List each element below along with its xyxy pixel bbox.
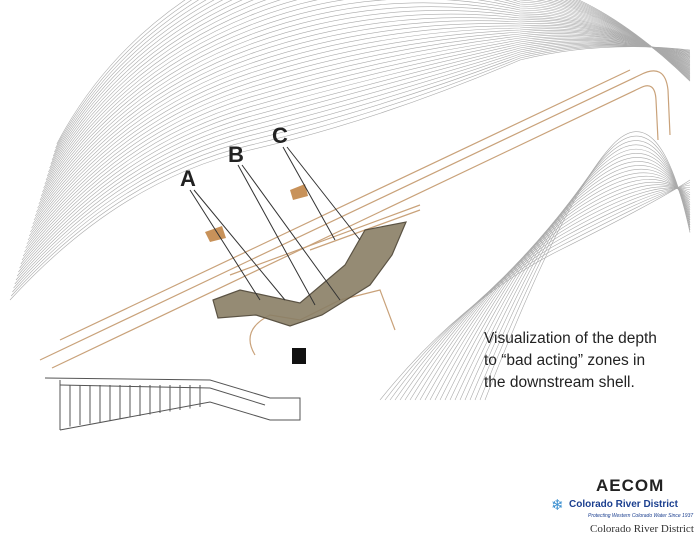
contour-line [379,179,691,401]
contour-line [39,0,691,201]
crd-tagline: Protecting Western Colorado Water Since … [588,513,694,519]
contour-lines [9,0,691,401]
contour-line [389,184,691,401]
aecom-logo: AECOM [596,476,665,495]
contour-line [44,0,691,185]
contour-line [474,140,691,401]
contour-line [9,46,691,301]
contour-line [22,34,691,257]
callout-lines [189,146,361,306]
contour-line [394,187,691,401]
contour-line [30,24,691,233]
contour-line [384,182,691,401]
contour-line [21,36,691,261]
caption: Visualization of the depth to “bad actin… [484,328,694,394]
contour-line [10,45,691,297]
contour-line [19,39,691,269]
contour-line [469,144,691,401]
contour-line [56,0,691,145]
contour-line [399,188,691,401]
outlet-structure [292,348,306,364]
caption-line: to “bad acting” zones in [484,352,646,369]
caption-line: Visualization of the depth [484,330,657,347]
contour-line [54,0,691,153]
contour-line [33,17,691,221]
contour-line [424,179,691,401]
contour-line [42,0,691,193]
snowflake-icon: ❄ [551,497,564,514]
contour-line [25,31,691,249]
crd-logo: Colorado River District [569,499,678,510]
contour-line [34,13,691,217]
contour-line [52,0,691,157]
contour-line [449,161,691,401]
contour-line [26,30,691,245]
crd-name: Colorado River District [590,523,694,535]
caption-line: the downstream shell. [484,374,635,391]
contour-line [414,184,691,401]
contour-line [429,175,691,401]
contour-line [464,148,691,401]
contour-line [31,23,691,229]
contour-line [404,187,691,401]
contour-line [14,43,691,285]
label-b: B [228,142,244,167]
contour-line [46,0,691,177]
contour-line [50,0,691,165]
contour-line [51,0,691,161]
contour-line [459,153,691,401]
contour-line [13,44,691,289]
contour-line [36,10,691,213]
contour-line [38,2,691,205]
contour-line [24,33,691,253]
contour-line [454,157,691,401]
contour-line [28,26,691,237]
contour-line [439,168,691,401]
contour-line [32,20,691,225]
contour-line [27,28,691,241]
contour-line [15,42,691,281]
contour-line [479,135,691,401]
contour-line [409,186,691,401]
label-a: A [180,166,196,191]
spillway [44,377,301,431]
label-c: C [272,123,288,148]
contour-line [40,0,691,197]
contour-line [37,6,691,209]
contour-line [18,40,691,273]
contour-line [48,0,691,173]
contour-line [20,37,691,265]
contour-line [45,0,691,181]
contour-line [49,0,691,169]
contour-line [434,172,691,401]
zone-markers [205,184,308,242]
contour-line [55,0,691,149]
contour-line [419,181,691,401]
contour-line [484,131,691,401]
contour-line [16,41,691,277]
contour-line [12,45,691,293]
contour-line [444,165,691,401]
bad-acting-zone [212,221,407,327]
dam-crest [39,69,671,369]
contour-line [43,0,691,189]
